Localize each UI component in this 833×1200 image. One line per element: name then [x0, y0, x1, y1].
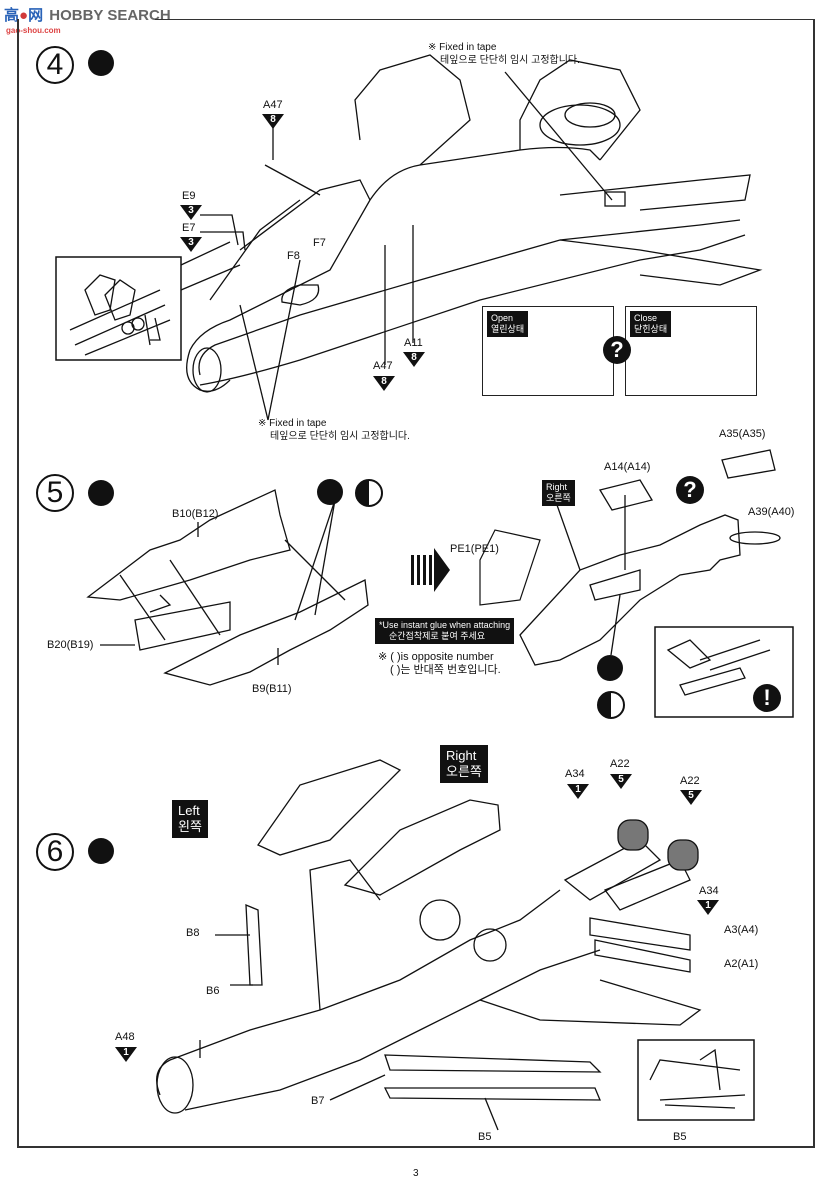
- step5-direction-arrow: [411, 548, 450, 592]
- cockpit-detail-inset: [55, 241, 241, 361]
- page-frame: [17, 19, 815, 1148]
- part-label: A35(A35): [719, 428, 766, 440]
- step6-detail-inset: [637, 1039, 755, 1121]
- sprue-marker: 8: [262, 114, 284, 129]
- sprue-marker: 1: [567, 784, 589, 799]
- sprue-marker: 8: [403, 352, 425, 367]
- step-number-4: 4: [36, 46, 74, 84]
- part-label: B10(B12): [172, 508, 219, 520]
- sprue-marker: 3: [180, 237, 202, 252]
- watermark-en: HOBBY SEARCH: [49, 7, 171, 24]
- part-label: A47: [373, 360, 393, 372]
- part-label: E7: [182, 222, 196, 234]
- step5-detail-inset: [654, 626, 794, 718]
- part-label: B9(B11): [252, 683, 292, 695]
- opposite-number-note: ※ ( )is opposite number ( )는 반대쪽 번호입니다.: [378, 651, 501, 676]
- part-label: A47: [263, 99, 283, 111]
- part-label: A2(A1): [724, 958, 759, 970]
- tape-note-top: ※ Fixed in tape 테잎으로 단단히 임시 고정합니다.: [428, 42, 580, 66]
- part-label: A3(A4): [724, 924, 759, 936]
- tape-note-bottom: ※ Fixed in tape 테잎으로 단단히 임시 고정합니다.: [258, 418, 410, 442]
- part-label: B5: [673, 1131, 687, 1143]
- watermark-logo: 高●网 HOBBY SEARCH: [4, 7, 171, 24]
- sprue-marker: 8: [373, 376, 395, 391]
- choose-option-icon: ?: [603, 336, 631, 364]
- step5-side-panels-drawing: [86, 489, 369, 686]
- glue-icon: [88, 50, 114, 76]
- part-label: B20(B19): [47, 639, 94, 651]
- part-label: A22: [680, 775, 700, 787]
- part-label: A34: [699, 885, 719, 897]
- question-icon: ?: [676, 476, 704, 504]
- step-number-5: 5: [36, 474, 74, 512]
- sprue-marker: 1: [115, 1047, 137, 1062]
- both-sides-icon: [597, 691, 625, 719]
- part-label: B8: [186, 927, 200, 939]
- step4-fuselage-drawing: [186, 54, 763, 421]
- glue-icon: [88, 480, 114, 506]
- part-label: B7: [311, 1095, 325, 1107]
- step5-fuselage-drawing: [479, 449, 781, 666]
- part-label: A11: [404, 337, 423, 349]
- paint-brush-icon: [317, 479, 343, 505]
- part-label: A14(A14): [604, 461, 651, 473]
- part-label: A22: [610, 758, 630, 770]
- page-number: 3: [413, 1168, 419, 1179]
- part-label: B6: [206, 985, 220, 997]
- sprue-marker: 1: [697, 900, 719, 915]
- sprue-marker: 5: [610, 774, 632, 789]
- watermark-domain: gao-shou.com: [6, 26, 61, 35]
- glue-icon: [88, 838, 114, 864]
- watermark-cn-1: 高: [4, 7, 20, 24]
- sprue-marker: 5: [680, 790, 702, 805]
- part-label: F8: [287, 250, 300, 262]
- part-label: F7: [313, 237, 326, 249]
- part-label: A34: [565, 768, 585, 780]
- part-label: E9: [182, 190, 196, 202]
- part-label: A39(A40): [748, 506, 795, 518]
- warning-icon: !: [753, 684, 781, 712]
- step-number-6: 6: [36, 833, 74, 871]
- step6-fuselage-drawing: [156, 759, 702, 1131]
- part-label: PE1(PE1): [450, 543, 499, 555]
- sprue-marker: 3: [180, 205, 202, 220]
- part-label: B5: [478, 1131, 492, 1143]
- page-top-rule: [155, 19, 813, 20]
- both-sides-icon: [355, 479, 383, 507]
- paint-brush-icon: [597, 655, 623, 681]
- watermark-cn-2: 网: [28, 7, 44, 24]
- part-label: A48: [115, 1031, 135, 1043]
